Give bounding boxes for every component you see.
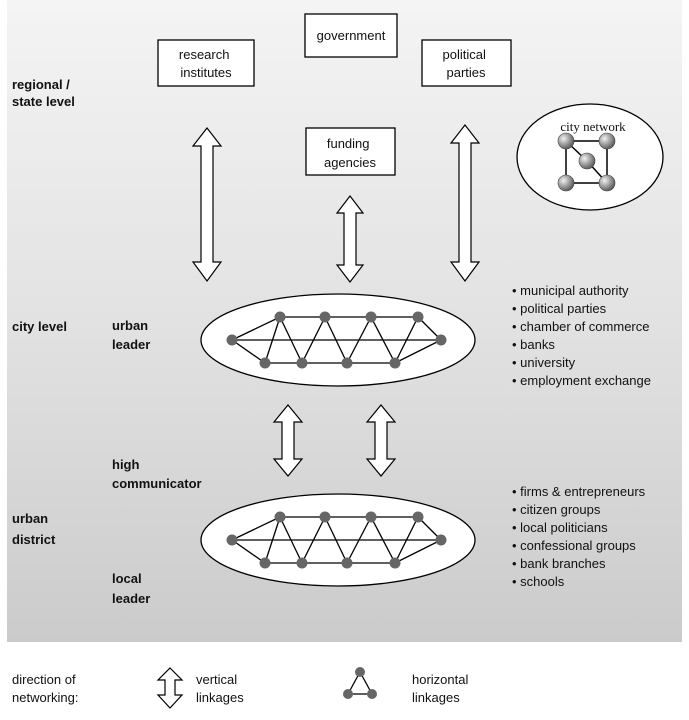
network-node — [319, 311, 331, 323]
district-actor-list: • firms & entrepreneurs • citizen groups… — [512, 484, 649, 589]
network-node — [365, 511, 377, 523]
legend-horizontal-label: horizontal linkages — [412, 672, 472, 705]
box-government: government — [304, 13, 398, 58]
vertical-linkage-arrow — [272, 404, 304, 477]
local-leader-network — [200, 493, 476, 587]
network-node — [296, 557, 308, 569]
network-node — [296, 357, 308, 369]
box-political-parties: political parties — [421, 39, 512, 87]
network-node — [341, 357, 353, 369]
city-network-illustration: city network — [516, 103, 664, 211]
network-node — [598, 132, 616, 150]
vertical-linkage-arrow — [191, 127, 223, 283]
network-node — [557, 174, 575, 192]
svg-text:research institutes: research institutes — [179, 47, 233, 80]
network-node — [435, 534, 447, 546]
network-node — [259, 557, 271, 569]
urban-leader-network — [200, 293, 476, 387]
network-node — [319, 511, 331, 523]
network-node — [578, 152, 596, 170]
network-node — [226, 534, 238, 546]
network-node — [341, 557, 353, 569]
network-node — [598, 174, 616, 192]
network-node — [365, 311, 377, 323]
level-label-city: city level — [12, 319, 67, 334]
role-label-urban-leader: urban leader — [112, 318, 152, 352]
city-network-label: city network — [560, 119, 626, 134]
network-node — [412, 311, 424, 323]
vertical-linkage-arrow — [449, 124, 481, 283]
svg-text:government: government — [317, 28, 386, 43]
svg-text:funding agencies: funding agencies — [324, 136, 377, 170]
role-label-local-leader: local leader — [112, 571, 150, 606]
box-research-institutes: research institutes — [157, 39, 255, 87]
legend-vertical-arrow-icon — [156, 667, 184, 709]
box-funding-agencies: funding agencies — [305, 127, 396, 176]
role-label-high-communicator: high communicator — [112, 457, 202, 491]
network-node — [557, 132, 575, 150]
network-node — [226, 334, 238, 346]
vertical-linkage-arrow — [335, 195, 365, 283]
level-label-district: urban district — [12, 511, 56, 547]
legend: direction of networking: vertical linkag… — [12, 667, 472, 709]
legend-vertical-label: vertical linkages — [196, 672, 244, 705]
svg-text:political parties: political parties — [443, 47, 490, 80]
level-label-regional: regional / state level — [12, 77, 75, 109]
network-node — [435, 334, 447, 346]
network-node — [274, 311, 286, 323]
network-node — [389, 557, 401, 569]
legend-direction-label: direction of networking: — [12, 672, 79, 705]
city-actor-list: • municipal authority • political partie… — [512, 283, 653, 388]
legend-triangle-icon — [343, 667, 377, 699]
network-node — [412, 511, 424, 523]
network-node — [259, 357, 271, 369]
network-node — [389, 357, 401, 369]
vertical-linkage-arrow — [365, 404, 397, 477]
network-node — [274, 511, 286, 523]
